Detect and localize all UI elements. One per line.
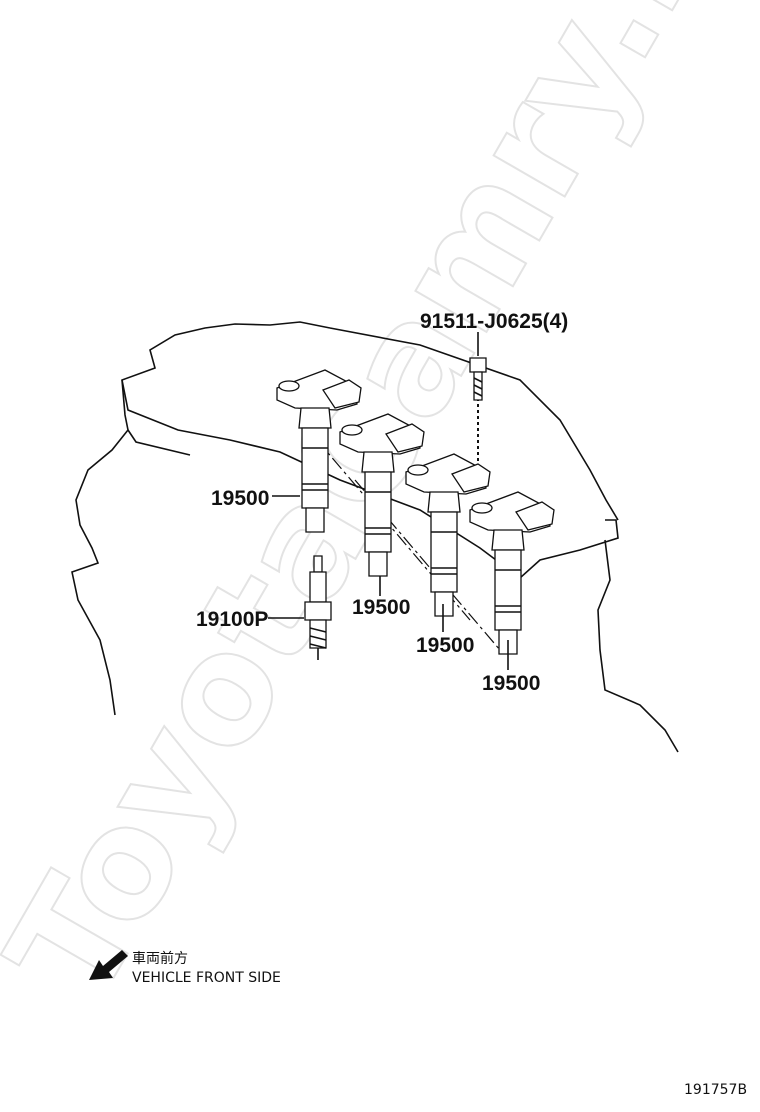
label-coil-1: 19500 [211, 487, 269, 510]
label-bolt: 91511-J0625(4) [420, 310, 568, 333]
label-coil-4: 19500 [482, 672, 540, 695]
spark-plug-icon [304, 555, 332, 660]
diagram-code: 191757B [684, 1082, 747, 1098]
direction-japanese: 車両前方 [132, 950, 188, 967]
front-direction-arrow-icon [89, 950, 128, 980]
label-spark-plug: 19100P [196, 608, 268, 631]
leader-lines [268, 332, 509, 670]
label-coil-2: 19500 [352, 596, 410, 619]
ignition-coil-4 [469, 491, 555, 655]
direction-english: VEHICLE FRONT SIDE [132, 970, 281, 986]
bolt-icon [469, 357, 487, 401]
label-coil-3: 19500 [416, 634, 474, 657]
ignition-coil-3 [405, 453, 491, 617]
